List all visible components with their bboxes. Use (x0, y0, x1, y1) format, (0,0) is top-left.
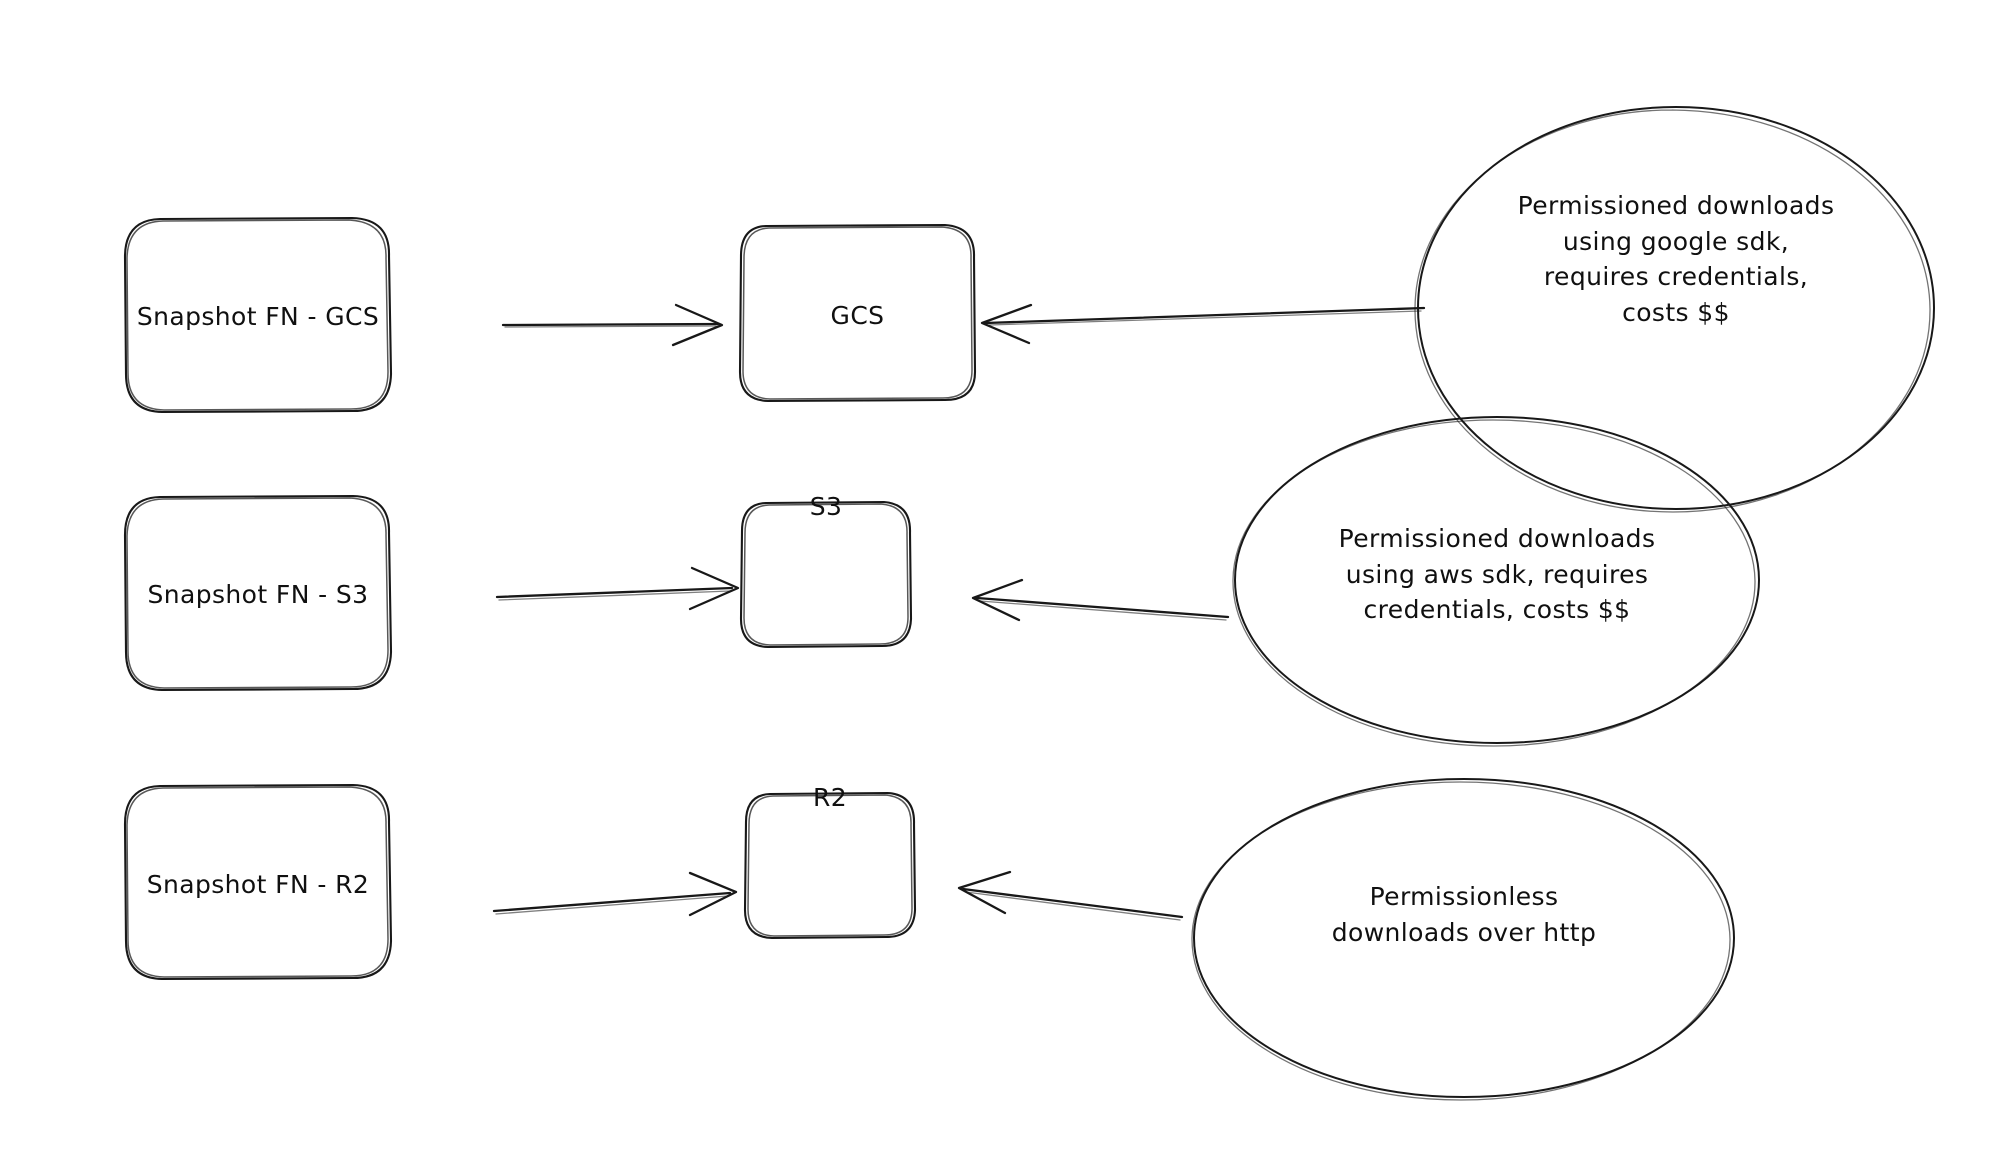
note-r2-ellipse[interactable] (1191, 778, 1735, 1101)
edge-note-r2-to-r2 (957, 870, 1184, 921)
edge-note-s3-to-s3 (971, 578, 1230, 622)
node-s3[interactable] (739, 500, 913, 649)
edge-snapshot-s3-to-s3 (495, 566, 740, 611)
node-snapshot-fn-r2[interactable] (123, 783, 393, 981)
edge-snapshot-gcs-to-gcs (501, 303, 724, 347)
node-snapshot-fn-gcs[interactable] (123, 216, 393, 414)
node-snapshot-fn-s3[interactable] (123, 494, 393, 692)
edge-snapshot-r2-to-r2 (492, 871, 738, 917)
node-gcs[interactable] (738, 223, 977, 403)
note-s3-ellipse[interactable] (1232, 416, 1760, 747)
note-gcs-ellipse[interactable] (1414, 106, 1935, 513)
node-r2[interactable] (743, 791, 917, 940)
edge-note-gcs-to-gcs (980, 303, 1426, 345)
